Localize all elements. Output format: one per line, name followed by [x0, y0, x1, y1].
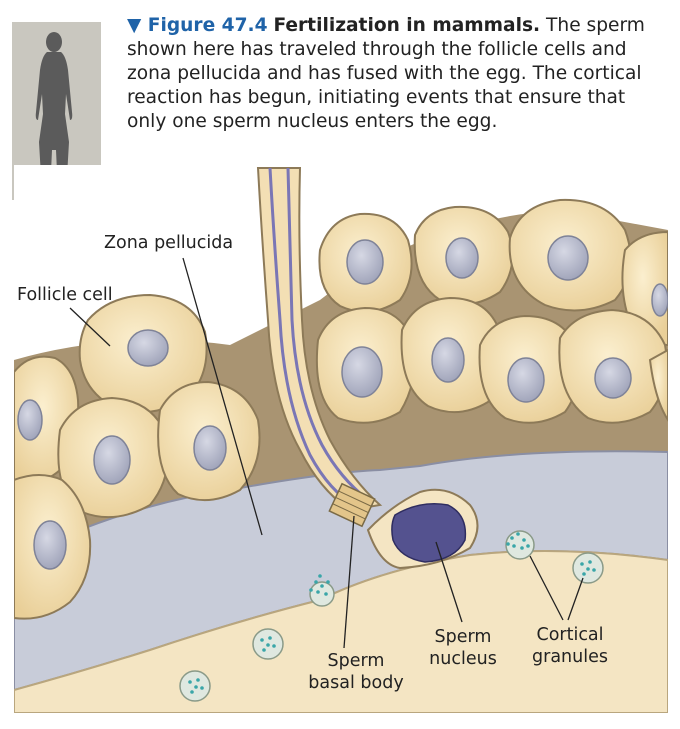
leader-lines — [69, 257, 584, 649]
label-sperm-basal-body-line2: basal body — [308, 673, 404, 693]
human-silhouette-icon — [35, 32, 73, 194]
figure-caption: ▼ Figure 47.4 Fertilization in mammals. … — [127, 14, 662, 134]
follicle-cell-group — [14, 198, 668, 620]
label-cortical-granules-line1: Cortical — [536, 625, 604, 645]
caption-text: The sperm shown here has traveled throug… — [127, 15, 645, 132]
label-sperm-nucleus-line2: nucleus — [429, 649, 497, 669]
sperm-basal-body — [328, 482, 376, 528]
granule-contents — [188, 532, 596, 694]
label-zona-pellucida: Zona pellucida — [104, 233, 234, 253]
label-sperm-nucleus-line1: Sperm — [434, 627, 492, 647]
label-sperm-nucleus: Sperm nucleus — [425, 626, 501, 670]
label-follicle-cell: Follicle cell — [17, 285, 113, 305]
label-sperm-basal-body: Sperm basal body — [300, 650, 412, 694]
figure-label: ▼ Figure 47.4 — [127, 15, 268, 36]
label-cortical-granules-line2: granules — [532, 647, 608, 667]
follicle-nuclei — [17, 235, 668, 570]
sperm — [256, 167, 479, 570]
figure-title: Fertilization in mammals. — [273, 15, 541, 36]
sperm-nucleus — [391, 503, 467, 563]
label-sperm-basal-body-line1: Sperm — [327, 651, 385, 671]
label-cortical-granules: Cortical granules — [528, 624, 612, 668]
